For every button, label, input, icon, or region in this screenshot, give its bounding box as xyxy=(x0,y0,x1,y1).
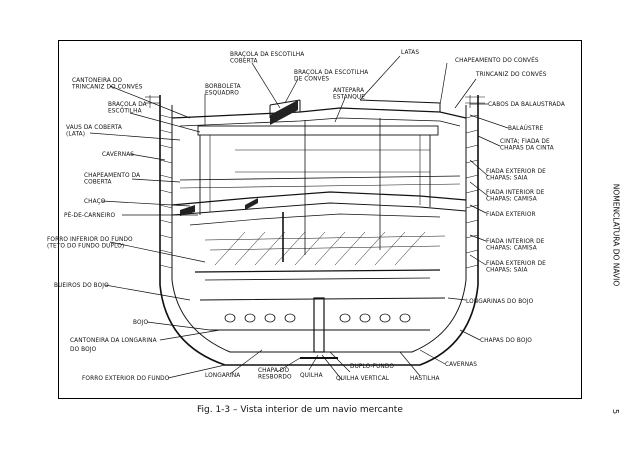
floor-lines xyxy=(204,231,446,266)
label-longarina: LONGARINA xyxy=(205,373,240,379)
inner-shell xyxy=(171,105,467,353)
label-latas: LATAS xyxy=(401,50,419,56)
label-cavernas-bottom: CAVERNAS xyxy=(445,362,477,368)
label-forro-inferior: FORRO INFERIOR DO FUNDO(TETO DO FUNDO DU… xyxy=(47,237,133,250)
label-chaco: CHAÇO xyxy=(84,199,106,205)
label-balaustre: BALAÚSTRE xyxy=(508,125,544,132)
upper-hatch-coaming xyxy=(197,125,439,136)
tank-top-2 xyxy=(204,277,431,281)
label-longarinas-bojo: LONGARINAS DO BOJO xyxy=(466,299,534,305)
bulkhead xyxy=(304,118,381,255)
label-chapeamento-conves: CHAPEAMENTO DO CONVÉS xyxy=(455,56,539,64)
figure-frame xyxy=(58,40,582,399)
label-bueiros-bojo: BUEIROS DO BOJO xyxy=(54,283,109,289)
right-frames xyxy=(465,114,479,269)
outer-shell xyxy=(159,95,479,366)
label-pe-de-carneiro: PÉ-DE-CARNEIRO xyxy=(64,211,116,219)
label-trincaniz-conves: TRINCANIZ DO CONVÉS xyxy=(475,70,547,78)
main-deck xyxy=(171,107,467,119)
side-chapter-title: NOMENCLATURA DO NAVIO xyxy=(611,183,621,287)
label-fiada-exterior: FIADA EXTERIOR xyxy=(486,212,536,218)
figure-caption: Fig. 1-3 – Vista interior de um navio me… xyxy=(197,405,403,415)
label-chapas-bojo: CHAPAS DO BOJO xyxy=(480,338,532,344)
hull-drawing xyxy=(159,95,479,366)
label-bojo: BOJO xyxy=(133,320,148,326)
leader-lines xyxy=(89,55,509,381)
left-frames xyxy=(159,114,173,269)
label-quilha-vertical: QUILHA VERTICAL xyxy=(336,376,390,382)
label-cabos-balaustrada: CABOS DA BALAUSTRADA xyxy=(488,102,565,108)
label-quilha: QUILHA xyxy=(300,373,323,379)
tank-top xyxy=(194,269,441,273)
double-bottom xyxy=(199,297,446,331)
vertical-keel xyxy=(313,297,325,353)
upper-hatch xyxy=(269,99,441,118)
dark-plates xyxy=(180,100,298,216)
label-forro-exterior: FORRO EXTERIOR DO FUNDO xyxy=(82,376,170,382)
tween-deck-3 xyxy=(189,213,441,226)
label-cavernas: CAVERNAS xyxy=(102,152,134,158)
tween-deck-2 xyxy=(171,202,467,216)
railing xyxy=(145,95,485,108)
label-vaus-coberta: VAUS DA COBERTA(LATA) xyxy=(66,125,122,138)
tween-deck xyxy=(171,191,467,206)
page-number: 5 xyxy=(611,408,621,415)
main-deck-inner xyxy=(179,117,461,127)
lightening-holes xyxy=(224,313,411,323)
label-hastilha: HASTILHA xyxy=(410,376,440,382)
label-duplo-fundo: DUPLO-FUNDO xyxy=(350,364,394,370)
